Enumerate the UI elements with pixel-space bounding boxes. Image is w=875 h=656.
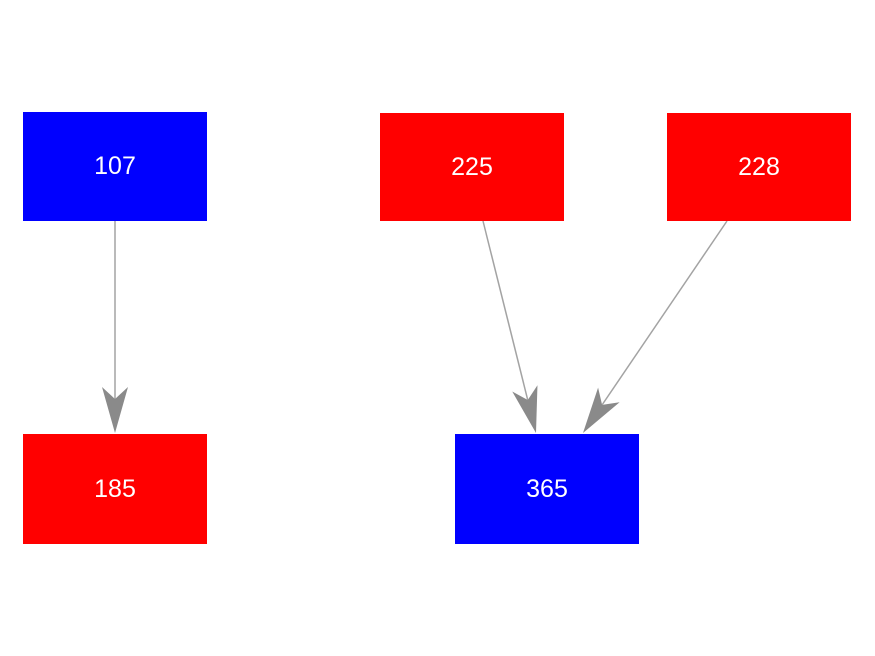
node-label: 365 xyxy=(526,474,568,503)
arrowhead-228-to-365 xyxy=(583,387,620,433)
node-225: 225 xyxy=(380,113,564,221)
edge-228-to-365 xyxy=(601,220,728,406)
node-185: 185 xyxy=(23,434,207,544)
node-365: 365 xyxy=(455,434,639,544)
node-label: 185 xyxy=(94,474,136,503)
arrowhead-107-to-185 xyxy=(102,387,128,433)
edge-225-to-365 xyxy=(482,220,529,401)
node-228: 228 xyxy=(667,113,851,221)
arrowhead-225-to-365 xyxy=(512,385,538,433)
node-label: 228 xyxy=(738,152,780,181)
node-107: 107 xyxy=(23,112,207,221)
node-label: 225 xyxy=(451,152,493,181)
node-label: 107 xyxy=(94,152,136,180)
